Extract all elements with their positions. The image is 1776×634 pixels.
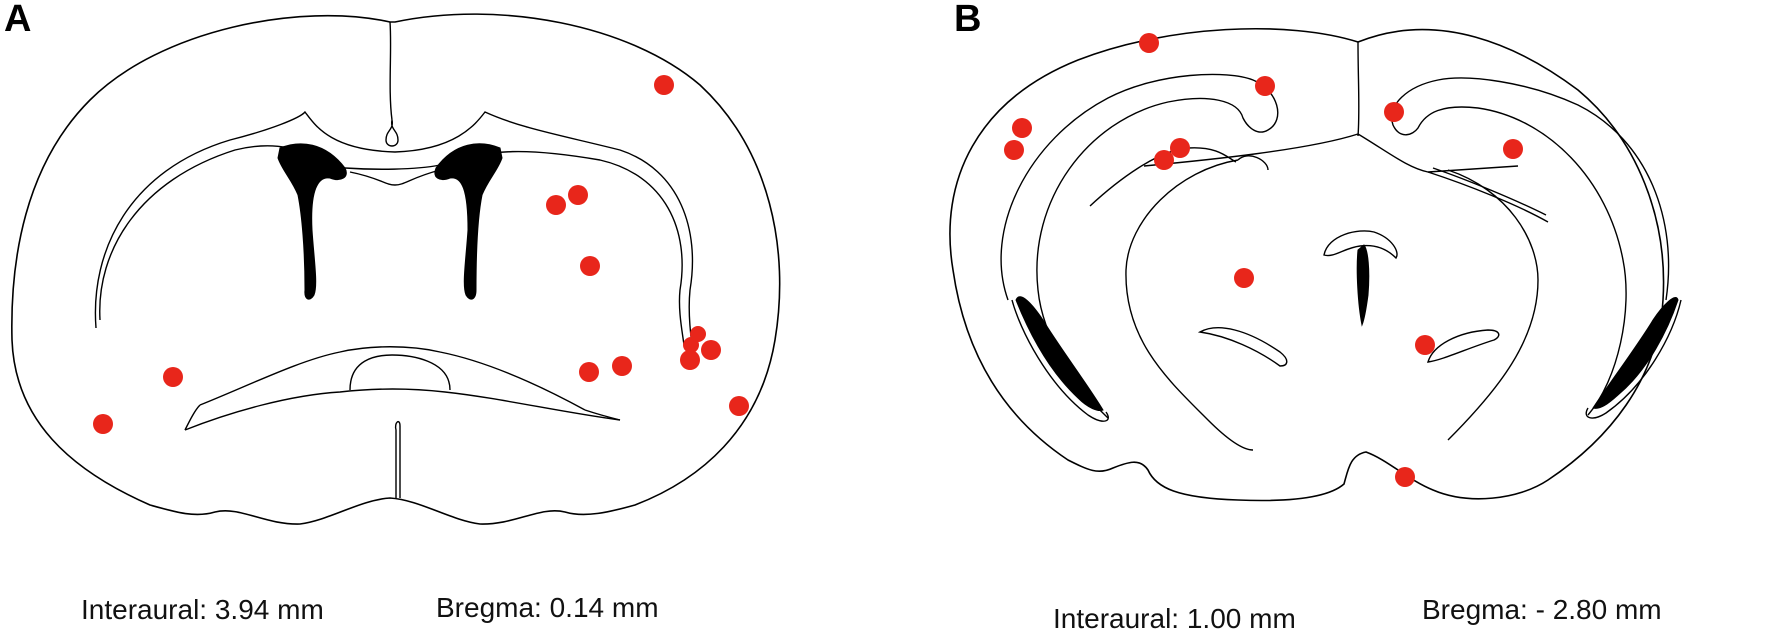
- anterior-commissure-upper: [199, 346, 586, 411]
- marker: [1384, 102, 1404, 122]
- marker: [1012, 118, 1032, 138]
- marker: [1154, 150, 1174, 170]
- marker: [1234, 268, 1254, 288]
- interaural-label: Interaural: 1.00 mm: [1053, 603, 1296, 634]
- hippocampus-right-inner: [1427, 171, 1549, 223]
- callosum-midline-notch: [349, 169, 441, 186]
- midline-fissure: [1357, 41, 1360, 137]
- marker: [690, 326, 706, 342]
- brain-section-panel-b: B Int: [888, 0, 1776, 633]
- third-ventricle: [1356, 244, 1370, 327]
- marker: [1004, 140, 1024, 160]
- panel-label: A: [4, 0, 32, 40]
- coronal-section-a: [11, 13, 781, 525]
- oval-right: [1427, 329, 1500, 363]
- lateral-ventricle-left-rim: [1011, 299, 1109, 422]
- marker: [1170, 138, 1190, 158]
- anterior-commissure-lower: [184, 388, 621, 431]
- brain-section-panel-a: A Interaural: 3.94 mm B: [0, 0, 888, 633]
- marker: [654, 75, 674, 95]
- midline-dome: [349, 354, 451, 391]
- hippocampus-right-inner-2: [1432, 167, 1547, 216]
- coronal-section-b: [949, 27, 1682, 502]
- anterior-commissure-left-end: [184, 404, 201, 431]
- marker: [163, 367, 183, 387]
- marker: [1395, 467, 1415, 487]
- marker: [1503, 139, 1523, 159]
- marker: [612, 356, 632, 376]
- marker: [93, 414, 113, 434]
- marker: [546, 195, 566, 215]
- midline-fissure-bottom: [394, 420, 401, 499]
- midline-fissure-top: [385, 21, 399, 147]
- habenula-arc: [1323, 230, 1398, 260]
- thalamus-outline: [1125, 155, 1539, 451]
- hippocampus-right-outer: [1391, 77, 1670, 416]
- corpus-callosum-outer: [94, 110, 694, 346]
- lateral-ventricle-right-rim: [1585, 299, 1682, 419]
- bregma-label: Bregma: - 2.80 mm: [1422, 594, 1662, 625]
- section-outline: [949, 27, 1665, 502]
- marker: [579, 362, 599, 382]
- oval-left: [1197, 327, 1288, 367]
- lateral-ventricle-left: [1015, 296, 1104, 411]
- lateral-ventricle-right: [434, 143, 503, 300]
- bregma-label: Bregma: 0.14 mm: [436, 592, 659, 623]
- hippocampus-left-outer: [1000, 73, 1279, 419]
- marker: [568, 185, 588, 205]
- marker: [1415, 335, 1435, 355]
- marker: [580, 256, 600, 276]
- panel-label: B: [954, 0, 982, 40]
- lateral-ventricle-left: [277, 143, 347, 300]
- marker: [1139, 33, 1159, 53]
- anterior-commissure-right-end: [584, 409, 621, 421]
- marker: [680, 350, 700, 370]
- marker: [729, 396, 749, 416]
- lateral-ventricle-right: [1592, 297, 1679, 409]
- marker: [1255, 76, 1275, 96]
- interaural-label: Interaural: 3.94 mm: [81, 594, 324, 625]
- marker: [701, 340, 721, 360]
